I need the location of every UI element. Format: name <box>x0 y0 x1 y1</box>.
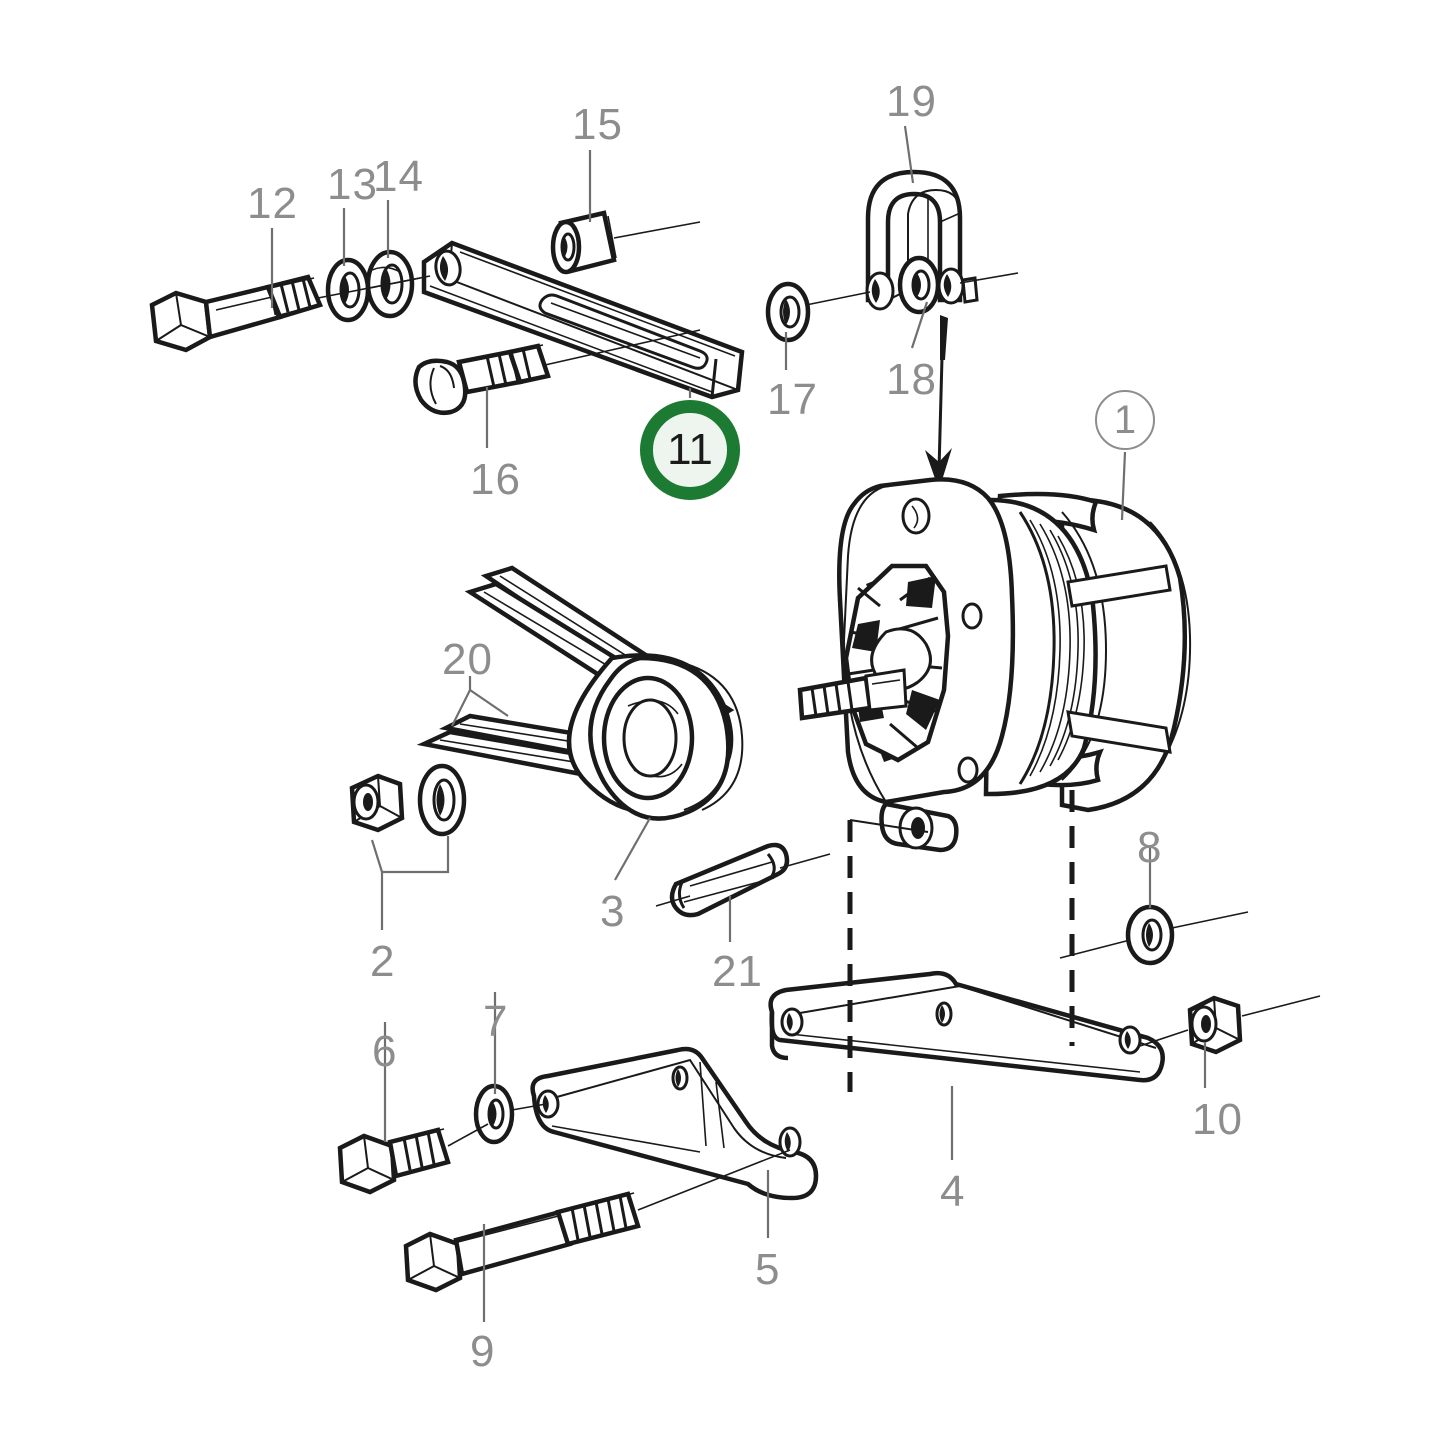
part-3-pulley <box>588 655 744 821</box>
callout-label-15: 15 <box>572 100 623 149</box>
part-7-washer <box>473 1083 515 1145</box>
highlighted-callout-11[interactable]: 11 <box>640 400 740 500</box>
callout-label-6: 6 <box>372 1027 398 1076</box>
part-21-woodruff-key <box>669 842 790 918</box>
callout-label-19: 19 <box>886 77 937 126</box>
callout-label-5: 5 <box>755 1245 781 1294</box>
callout-label-8: 8 <box>1137 823 1163 872</box>
part-2-nut-and-washer <box>349 763 467 837</box>
part-1-alternator <box>797 477 1192 853</box>
callout-label-20: 20 <box>442 635 493 684</box>
assembly-dashed-lines <box>847 790 1075 1092</box>
callout-label-3: 3 <box>600 887 626 936</box>
callout-label-10: 10 <box>1192 1095 1243 1144</box>
callout-label-2: 2 <box>370 937 396 986</box>
highlighted-callout-number: 11 <box>667 425 713 474</box>
part-5-front-bracket <box>530 1046 819 1201</box>
callout-1-number: 1 <box>1113 398 1137 442</box>
part-19-u-bracket <box>865 169 979 311</box>
part-16-flange-bolt <box>413 343 551 415</box>
callout-label-17: 17 <box>767 375 818 424</box>
part-9-long-bolt <box>403 1191 641 1293</box>
alternator-fan <box>843 563 951 763</box>
part-6-bolt <box>337 1127 451 1195</box>
callout-1-circle: 1 <box>1095 390 1155 450</box>
callout-label-14: 14 <box>373 152 424 201</box>
callout-label-9: 9 <box>470 1327 496 1376</box>
part-17-washer <box>765 281 811 343</box>
callout-label-13: 13 <box>327 160 378 209</box>
part-18-washer <box>897 255 941 315</box>
assembly-axis-top <box>317 221 1019 366</box>
callout-label-16: 16 <box>470 455 521 504</box>
callout-leader-lines <box>270 125 1207 1322</box>
part-15-spacer-sleeve <box>550 210 617 275</box>
assembly-arrow <box>925 315 952 490</box>
part-11-adjusting-arm <box>421 240 745 400</box>
callout-label-4: 4 <box>940 1167 966 1216</box>
part-8-washer <box>1125 904 1175 966</box>
callout-label-18: 18 <box>886 355 937 404</box>
callout-label-21: 21 <box>712 947 763 996</box>
part-12-through-bolt <box>149 274 324 353</box>
part-4-rear-bracket <box>768 970 1165 1083</box>
callout-label-7: 7 <box>483 997 509 1046</box>
callout-label-12: 12 <box>247 179 298 228</box>
part-10-nut <box>1187 995 1243 1055</box>
